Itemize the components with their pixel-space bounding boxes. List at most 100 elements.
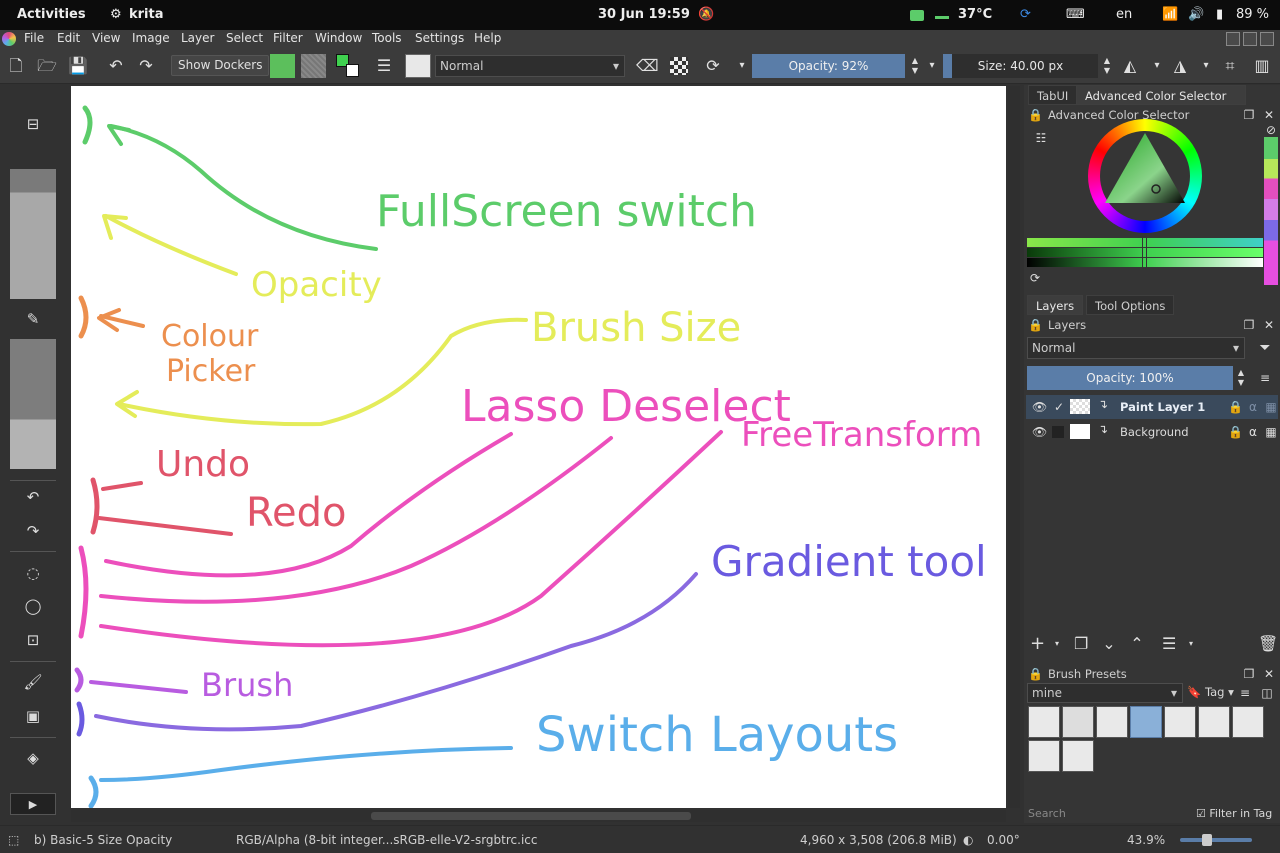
lightness-slider[interactable] [1027,258,1263,267]
save-icon[interactable]: 💾 [68,56,88,75]
show-dockers-button[interactable]: Show Dockers [171,55,270,76]
search-input[interactable]: Search [1028,807,1066,820]
app-menu-button[interactable]: krita [129,7,164,22]
layer-checkbox[interactable] [1052,426,1064,438]
float-icon[interactable]: ❐ [1243,318,1255,332]
expand-arrow-icon[interactable]: ▶ [10,793,56,815]
volume-icon[interactable]: 🔊 [1188,7,1205,22]
lock-icon[interactable]: 🔒 [1028,318,1043,332]
menu-window[interactable]: Window [315,31,363,45]
clock[interactable]: 30 Jun 19:59 [598,7,690,22]
layer-row-background[interactable]: 👁 ↴ Background 🔒 α ▦ [1026,420,1278,444]
layer-name[interactable]: Paint Layer 1 [1120,400,1206,414]
tag-button[interactable]: 🔖 Tag ▾ [1187,685,1234,699]
zoom-slider-handle[interactable] [1202,834,1212,846]
float-icon[interactable]: ❐ [1243,667,1255,681]
fullscreen-switch-icon[interactable]: ⊟ [26,115,40,133]
brush-size-bar[interactable] [10,339,56,469]
menu-image[interactable]: Image [132,31,170,45]
color-picker-icon[interactable]: ✎ [26,310,40,328]
menu-select[interactable]: Select [226,31,264,45]
alpha-inherit-icon[interactable]: ▦ [1265,400,1277,414]
menu-help[interactable]: Help [474,31,502,45]
brush-icon[interactable]: 🖌 [23,673,43,691]
saturation-triangle[interactable] [1088,119,1202,233]
alpha-lock-icon[interactable]: α [1249,400,1257,414]
layer-properties-icon[interactable]: ☰ [1162,634,1177,653]
gradient-tool-icon[interactable]: ▣ [25,707,41,725]
crop-icon[interactable]: ⌗ [1225,56,1235,75]
zoom-slider[interactable] [1180,834,1252,846]
chevron-down-icon[interactable]: ▾ [739,60,745,71]
value-slider[interactable] [1027,248,1263,257]
fg-bg-color-icon[interactable] [336,54,362,80]
switch-layouts-icon[interactable]: ◈ [27,749,39,767]
menu-tools[interactable]: Tools [372,31,402,45]
chevron-down-icon[interactable]: ▾ [1203,60,1209,71]
lock-icon[interactable]: 🔒 [1028,667,1043,681]
menu-settings[interactable]: Settings [415,31,465,45]
pattern-swatch[interactable] [301,54,326,78]
brush-preset-smudge[interactable] [1028,740,1060,772]
size-slider[interactable]: Size: 40.00 px [943,54,1098,78]
brush-preset-pen[interactable] [1096,706,1128,738]
scrollbar-thumb[interactable] [371,812,691,820]
free-transform-icon[interactable]: ⊡ [26,631,40,649]
menu-view[interactable]: View [92,31,121,45]
lock-icon[interactable]: 🔒 [1228,425,1243,439]
keyboard-icon[interactable]: ⌨ [1066,7,1085,22]
workspace-icon[interactable]: ▥ [1254,56,1270,75]
menu-layer[interactable]: Layer [181,31,215,45]
deselect-icon[interactable]: ◯ [24,597,42,615]
lock-icon[interactable]: 🔒 [1028,108,1043,122]
settings-list-icon[interactable]: ☷ [1035,131,1047,145]
add-layer-icon[interactable]: + [1030,633,1046,654]
color-history-swatches[interactable] [1264,137,1278,285]
float-icon[interactable]: ❐ [1243,108,1255,122]
open-document-icon[interactable]: 🗁 [37,56,57,75]
eraser-icon[interactable]: ⌫ [636,56,659,75]
layer-row-paint-layer-1[interactable]: 👁 ✓ ↴ Paint Layer 1 🔒 α ▦ [1026,395,1278,419]
temperature-indicator[interactable]: 37°C [958,7,993,22]
filter-in-tag-checkbox[interactable]: ☑ Filter in Tag [1196,807,1273,820]
redo-icon[interactable]: ↷ [26,522,40,540]
close-icon[interactable]: ✕ [1263,667,1275,681]
filter-icon[interactable]: ⏷ [1259,340,1271,356]
brush-preset-blend[interactable] [1062,740,1094,772]
delete-layer-icon[interactable]: 🗑 [1258,634,1279,653]
language-indicator[interactable]: en [1116,7,1133,22]
brush-preset-selected[interactable] [1130,706,1162,738]
drawing-canvas[interactable]: FullScreen switch Opacity Colour Picker … [71,86,1006,808]
preserve-alpha-icon[interactable] [670,57,688,75]
undo-icon[interactable]: ↶ [26,488,40,506]
activities-button[interactable]: Activities [17,7,86,22]
mirror-vertical-icon[interactable]: ◮ [1173,56,1187,75]
chevron-down-icon[interactable]: ▾ [1154,60,1160,71]
brush-preset-eraser[interactable] [1028,706,1060,738]
lasso-icon[interactable]: ◌ [26,564,40,582]
opacity-slider[interactable]: Opacity: 92% [752,54,905,78]
no-color-icon[interactable]: ⊘ [1265,123,1277,137]
tab-tool-options[interactable]: Tool Options [1086,295,1175,315]
brush-preset-pencil[interactable] [1164,706,1196,738]
rotation-icon[interactable]: ◐ [963,833,974,847]
tab-advanced-color-selector[interactable]: Advanced Color Selector [1076,85,1246,105]
minimize-document-button[interactable] [1226,32,1240,46]
vertical-scrollbar[interactable] [1008,86,1020,808]
chevron-down-icon[interactable]: ▾ [1188,639,1193,648]
sync-icon[interactable]: ⟳ [1020,7,1031,22]
blend-mode-select[interactable]: Normal ▾ [435,55,625,77]
gradient-swatch[interactable] [270,54,295,78]
opacity-pressure-bar[interactable] [10,169,56,299]
view-menu-icon[interactable]: ≡ [1239,686,1251,700]
brush-preset-airbrush[interactable] [1062,706,1094,738]
rotation-value[interactable]: 0.00° [987,833,1020,847]
wifi-icon[interactable]: 📶 [1162,7,1179,22]
eye-icon[interactable]: 👁 [1032,425,1048,439]
layer-blend-select[interactable]: Normal ▾ [1027,337,1245,359]
brush-preset-icon[interactable] [405,54,431,78]
close-icon[interactable]: ✕ [1263,318,1275,332]
new-document-icon[interactable]: 🗋 [9,56,23,75]
alpha-inherit-icon[interactable]: ▦ [1265,425,1277,439]
close-document-button[interactable] [1260,32,1274,46]
